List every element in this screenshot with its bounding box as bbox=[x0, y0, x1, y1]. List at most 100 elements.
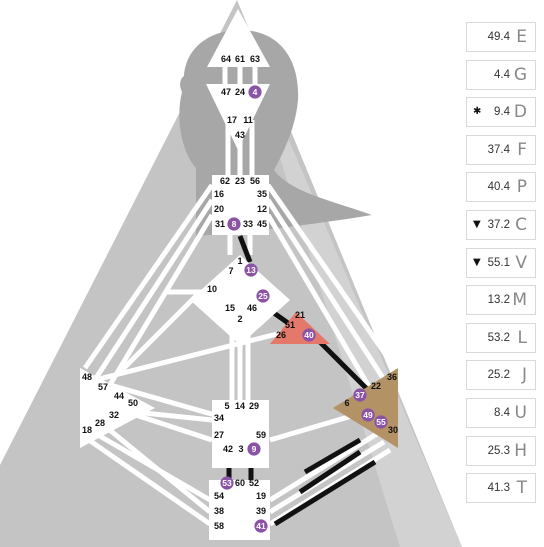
gate-33: 33 bbox=[243, 219, 253, 229]
gate-26: 26 bbox=[276, 330, 286, 340]
sacral-center[interactable] bbox=[212, 400, 269, 468]
gate-27: 27 bbox=[214, 430, 224, 440]
gate-24: 24 bbox=[235, 87, 245, 97]
gate-61: 61 bbox=[235, 54, 245, 64]
gate-6: 6 bbox=[344, 398, 349, 408]
planet-value: 40.4 bbox=[487, 181, 510, 194]
planet-symbol: P bbox=[516, 177, 527, 198]
gate-22: 22 bbox=[371, 381, 381, 391]
gate-23: 23 bbox=[235, 176, 245, 186]
gate-13-marker bbox=[244, 263, 258, 277]
ajna-center[interactable] bbox=[206, 84, 270, 150]
gate-44: 44 bbox=[114, 391, 124, 401]
planet-value: 55.1 bbox=[487, 256, 510, 269]
spleen-center[interactable] bbox=[80, 368, 155, 448]
planet-value: 49.4 bbox=[487, 31, 510, 43]
gate-7: 7 bbox=[228, 266, 233, 276]
gate-59: 59 bbox=[256, 430, 266, 440]
planet-value: 25.2 bbox=[487, 369, 510, 382]
planet-value: 41.3 bbox=[487, 482, 510, 495]
gate-9-marker bbox=[247, 442, 261, 456]
gate-3: 3 bbox=[238, 444, 243, 454]
planet-row-J[interactable]: 25.2 J bbox=[466, 360, 536, 391]
gate-40: 40 bbox=[304, 330, 314, 340]
gate-20: 20 bbox=[214, 204, 224, 214]
gate-32: 32 bbox=[109, 410, 119, 420]
gate-16: 16 bbox=[214, 189, 224, 199]
planet-symbol: E bbox=[516, 27, 527, 47]
gate-29: 29 bbox=[249, 401, 259, 411]
gate-49-marker bbox=[361, 408, 375, 422]
planet-symbol: G bbox=[513, 64, 527, 85]
gate-38: 38 bbox=[214, 506, 224, 516]
gate-11: 11 bbox=[243, 115, 253, 125]
planet-symbol: T bbox=[516, 478, 527, 499]
gate-31: 31 bbox=[215, 219, 225, 229]
gate-46: 46 bbox=[247, 303, 257, 313]
planet-symbol: L bbox=[517, 327, 527, 348]
gate-56: 56 bbox=[250, 176, 260, 186]
planet-symbol: M bbox=[512, 290, 527, 311]
gate-8: 8 bbox=[232, 219, 237, 229]
gate-18: 18 bbox=[82, 425, 92, 435]
gate-36: 36 bbox=[387, 372, 397, 382]
gate-63: 63 bbox=[250, 54, 260, 64]
gate-17: 17 bbox=[227, 115, 237, 125]
gate-52: 52 bbox=[249, 478, 259, 488]
g-center[interactable] bbox=[190, 255, 290, 345]
gate-9: 9 bbox=[252, 444, 257, 454]
planet-row-T[interactable]: 41.3 T bbox=[466, 473, 536, 504]
gate-5: 5 bbox=[224, 401, 229, 411]
planet-value: 8.4 bbox=[494, 406, 510, 419]
gate-35: 35 bbox=[257, 189, 267, 199]
planet-symbol: D bbox=[513, 102, 527, 123]
gate-13: 13 bbox=[246, 265, 256, 275]
gate-14: 14 bbox=[235, 401, 245, 411]
planet-value: 13.2 bbox=[487, 294, 510, 307]
planet-value: 37.2 bbox=[487, 218, 510, 231]
gate-47: 47 bbox=[221, 87, 231, 97]
gate-55: 55 bbox=[376, 417, 386, 427]
gate-51: 51 bbox=[285, 320, 295, 330]
gate-54: 54 bbox=[214, 491, 224, 501]
gate-25: 25 bbox=[258, 291, 268, 301]
gate-4: 4 bbox=[253, 87, 258, 97]
gate-30: 30 bbox=[388, 425, 398, 435]
planet-mark-icon: ▼ bbox=[473, 256, 481, 268]
gate-15: 15 bbox=[225, 303, 235, 313]
head-center[interactable] bbox=[207, 9, 270, 67]
gate-2: 2 bbox=[237, 314, 242, 324]
planet-value: 9.4 bbox=[494, 106, 510, 119]
gate-64: 64 bbox=[221, 54, 231, 64]
planet-row-E[interactable]: 49.4 E bbox=[466, 22, 536, 52]
gate-34: 34 bbox=[214, 413, 224, 423]
gate-53-marker bbox=[220, 476, 234, 490]
planet-row-P[interactable]: 40.4 P bbox=[466, 172, 536, 203]
gate-45: 45 bbox=[257, 219, 267, 229]
gate-58: 58 bbox=[214, 521, 224, 531]
planet-mark-icon: ✱ bbox=[473, 106, 482, 118]
gate-48: 48 bbox=[82, 372, 92, 382]
gate-21: 21 bbox=[295, 310, 305, 320]
planet-value: 25.3 bbox=[487, 444, 510, 457]
planet-row-L[interactable]: 53.2 L bbox=[466, 322, 536, 353]
gate-60: 60 bbox=[235, 478, 245, 488]
planet-value: 53.2 bbox=[487, 331, 510, 344]
planet-symbol: J bbox=[521, 365, 527, 386]
gate-28: 28 bbox=[95, 418, 105, 428]
gate-12: 12 bbox=[257, 204, 267, 214]
planet-symbol: C bbox=[515, 214, 527, 235]
planet-value: 37.4 bbox=[487, 143, 510, 156]
gate-1: 1 bbox=[237, 256, 242, 266]
gate-4-marker bbox=[248, 85, 262, 99]
gate-41-marker bbox=[254, 519, 268, 533]
